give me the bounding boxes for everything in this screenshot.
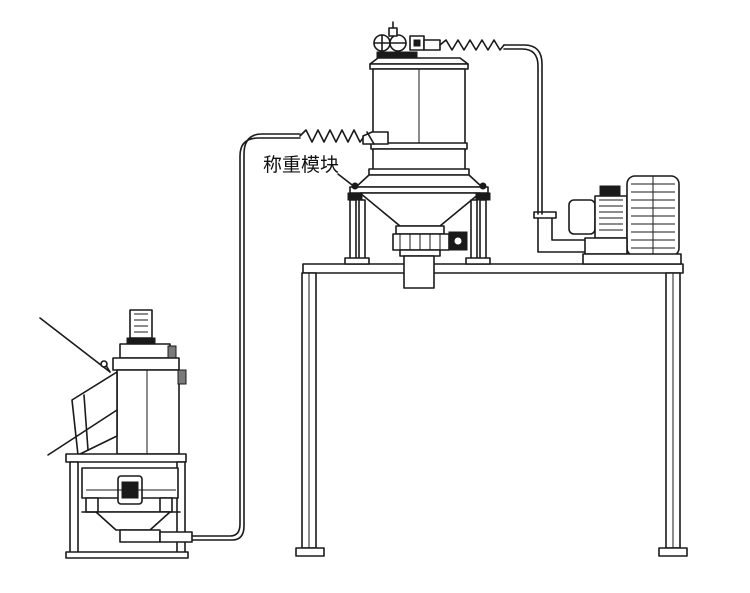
suction-hose-upper [439, 39, 543, 215]
weighing-module-label: 称重模块 [263, 154, 339, 176]
vacuum-hopper [349, 21, 489, 227]
conveying-hose [189, 129, 364, 541]
mixer-unit [39, 309, 193, 559]
weighing-module [337, 173, 491, 265]
vacuum-pump [533, 175, 682, 265]
discharge-valve [392, 225, 468, 289]
top-valve-assembly [373, 21, 441, 59]
support-frame [295, 263, 688, 557]
